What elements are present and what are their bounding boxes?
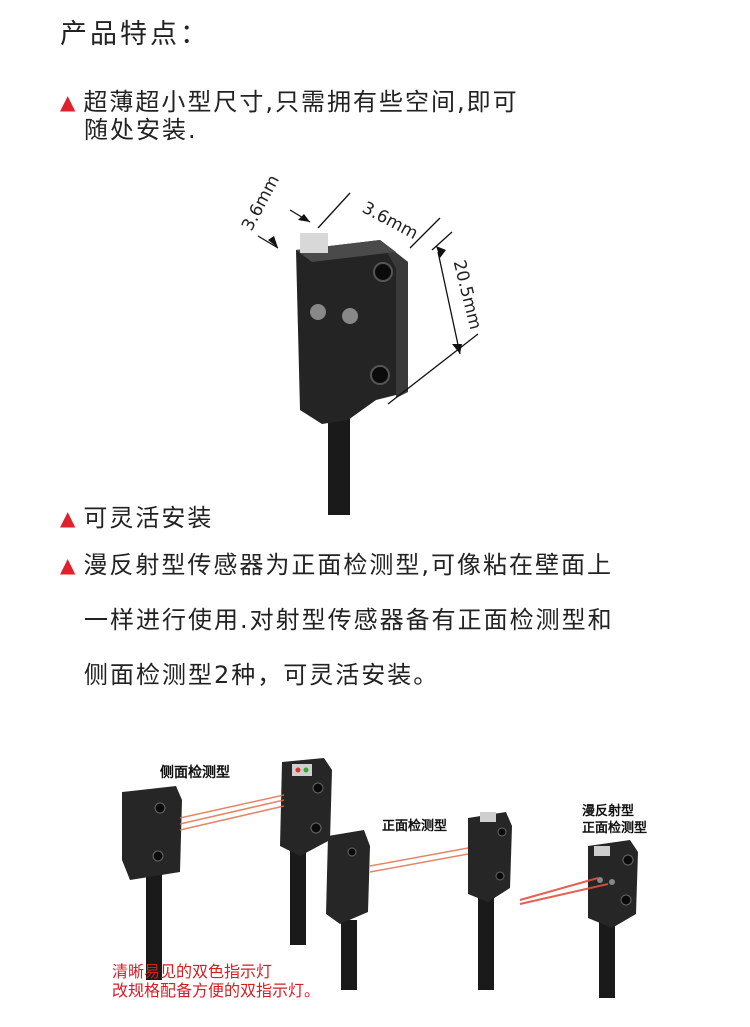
lens-left (310, 304, 326, 320)
triangle-bullet-icon: ▲ (60, 506, 78, 530)
label-diffuse-line-2: 正面检测型 (582, 821, 648, 836)
feature-3-line-1: ▲漫反射型传感器为正面检测型,可像粘在壁面上 (60, 551, 614, 579)
mount-hole-bottom (370, 365, 390, 385)
front-emitter-sensor (326, 830, 370, 924)
sensor-cable (328, 405, 350, 515)
feature-1-line-2: 随处安装. (84, 116, 198, 144)
feature-2: ▲可灵活安装 (60, 504, 214, 532)
feature-3-line-3: 侧面检测型2种，可灵活安装。 (84, 661, 440, 689)
side-emitter-sensor (122, 786, 182, 880)
label-front-detection: 正面检测型 (382, 819, 448, 834)
indicator-window (300, 233, 328, 253)
label-side-detection: 侧面检测型 (160, 765, 230, 781)
page-title: 产品特点： (60, 19, 210, 50)
lens-right (342, 308, 358, 324)
feature-1-line-1: ▲超薄超小型尺寸,只需拥有些空间,即可 (60, 88, 519, 116)
front-receiver-sensor (468, 812, 512, 902)
indicator-note: 清晰易见的双色指示灯 改规格配备方便的双指示灯。 (112, 962, 321, 1000)
side-light-beam (179, 794, 285, 831)
triangle-bullet-icon: ▲ (60, 553, 78, 577)
label-diffuse-line-1: 漫反射型 (582, 804, 635, 819)
mount-hole-top (373, 262, 393, 282)
feature-3-line-2: 一样进行使用.对射型传感器备有正面检测型和 (84, 606, 614, 634)
triangle-bullet-icon: ▲ (60, 90, 78, 114)
front-light-beam (369, 847, 469, 873)
diffuse-light-beam (519, 877, 609, 905)
